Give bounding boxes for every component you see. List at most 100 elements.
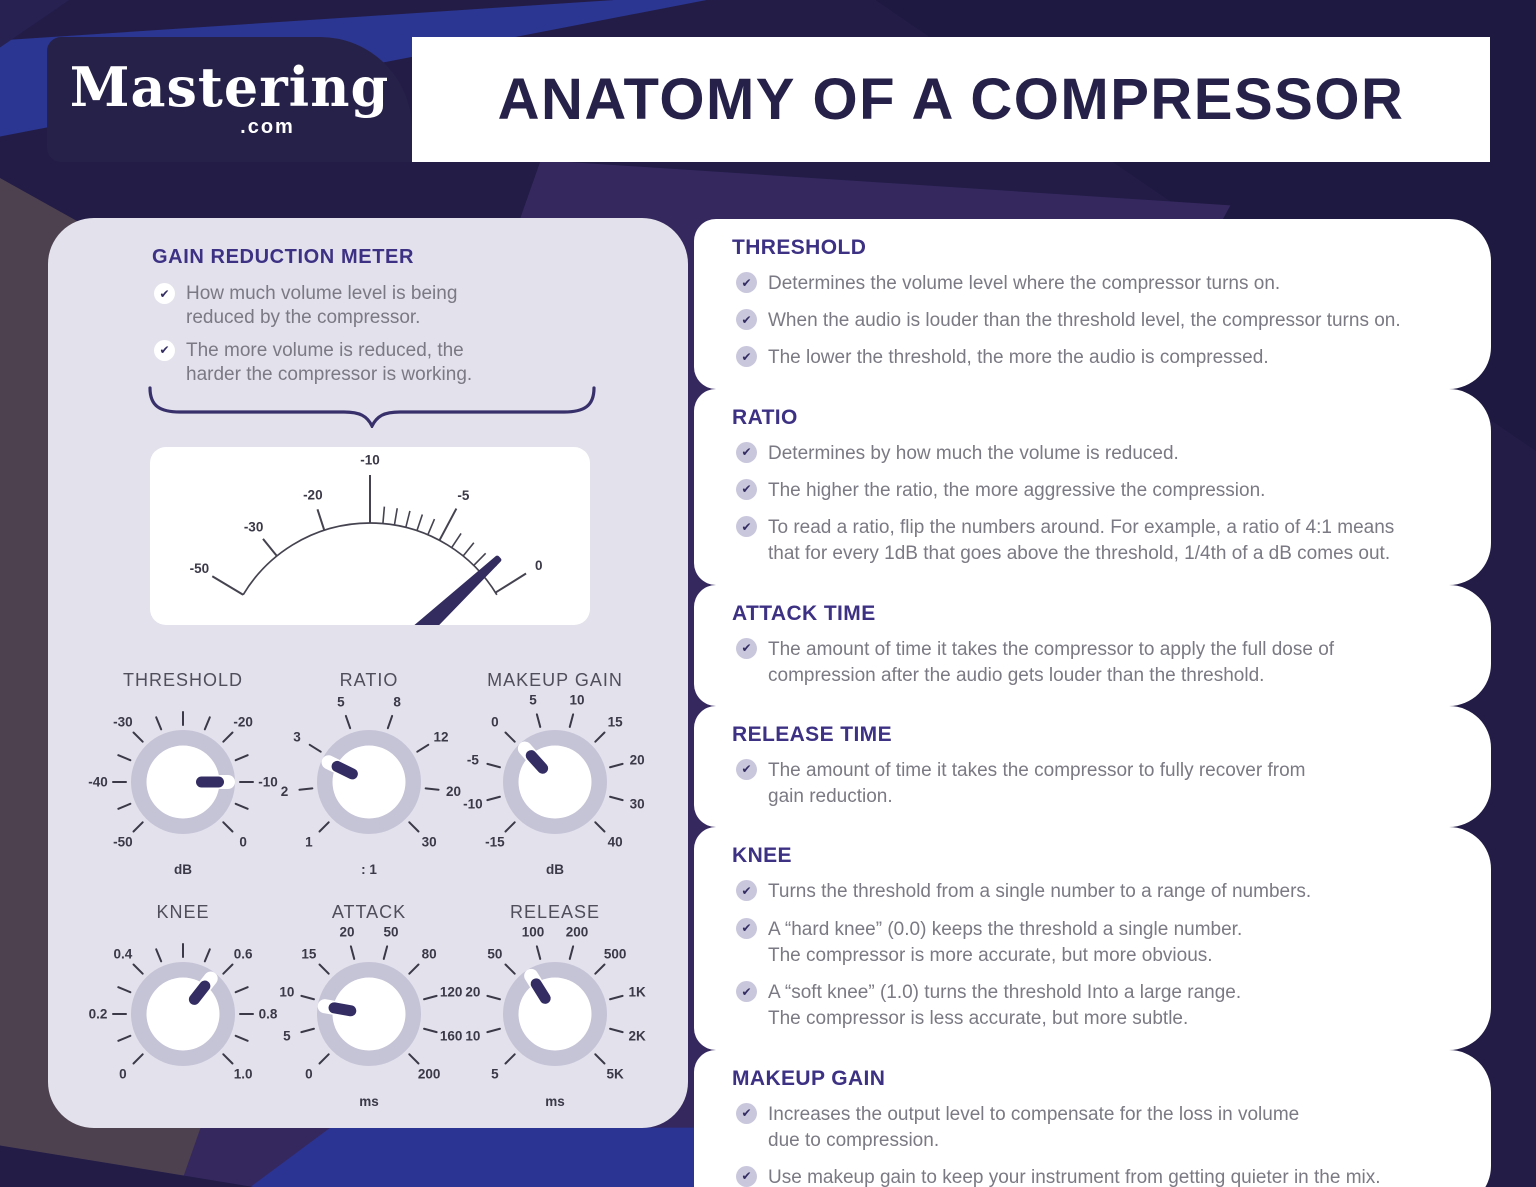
knob-title: THRESHOLD xyxy=(122,670,243,690)
check-icon: ✔ xyxy=(736,981,757,1003)
logo-wordmark: Mastering xyxy=(69,55,390,119)
knob-scale-label: 0.4 xyxy=(114,946,133,961)
bullet-text: To read a ratio, flip the numbers around… xyxy=(768,517,1395,565)
bullet-text: The amount of time it takes the compress… xyxy=(768,759,1306,808)
knob-scale-label: 0 xyxy=(239,835,247,850)
bullet-text: Increases the output level to compensate… xyxy=(768,1103,1300,1151)
knob-scale-label: 30 xyxy=(422,835,437,850)
knob-scale-label: 20 xyxy=(339,926,354,939)
check-icon: ✔ xyxy=(736,917,757,939)
bullet-text: Use makeup gain to keep your instrument … xyxy=(768,1166,1381,1187)
bullet-item: ✔ A “soft knee” (1.0) turns the threshold… xyxy=(736,980,1461,1032)
knob-title: RELEASE xyxy=(509,902,601,922)
knob-indicator xyxy=(331,760,358,780)
info-card-ratio: RATIO✔Determines by how much the volume … xyxy=(694,388,1491,585)
knob-scale-label: 50 xyxy=(383,926,398,939)
knob-scale-label: 200 xyxy=(566,926,589,939)
knob-scale-label: 20 xyxy=(446,784,461,799)
knob-scale-label: -40 xyxy=(88,775,108,790)
info-card-makeup-gain: MAKEUP GAIN✔Increases the output level t… xyxy=(694,1049,1491,1187)
knob-scale-label: 15 xyxy=(301,946,317,961)
bullet-item: ✔Turns the threshold from a single numbe… xyxy=(736,879,1461,905)
meter-needle xyxy=(414,555,502,625)
card-title: ATTACK TIME xyxy=(732,601,876,625)
knob-scale-label: 15 xyxy=(608,714,624,729)
knob-scale-label: 40 xyxy=(608,835,623,850)
card-title: MAKEUP GAIN xyxy=(732,1066,886,1090)
knob-unit-label: ms xyxy=(359,1094,379,1109)
knob-title: RATIO xyxy=(339,670,399,690)
knob-scale-label: 5 xyxy=(337,694,345,709)
knob-indicator xyxy=(530,978,551,1004)
knob-scale-label: 500 xyxy=(604,946,627,961)
bullet-item: ✔Increases the output level to compensat… xyxy=(736,1102,1461,1154)
knob-scale-label: 10 xyxy=(569,694,584,707)
check-icon: ✔ xyxy=(736,880,757,902)
bullet-text: The higher the ratio, the more aggressiv… xyxy=(768,479,1266,501)
bullet-text: The amount of time it takes the compress… xyxy=(768,638,1335,686)
check-icon: ✔ xyxy=(154,283,175,304)
bullet-text: A “hard knee” (0.0) keeps the threshold … xyxy=(768,918,1243,966)
bullet-item: ✔ To read a ratio, flip the numbers aroun… xyxy=(736,515,1461,567)
knob-scale-label: 12 xyxy=(433,729,448,744)
bullet-item: ✔Determines by how much the volume is re… xyxy=(736,441,1461,467)
bullet-text: When the audio is louder than the thresh… xyxy=(768,310,1401,332)
knob-title: KNEE xyxy=(156,902,210,922)
gain-reduction-panel: GAIN REDUCTION METER ✔How much volume le… xyxy=(48,218,688,1128)
knob-scale-label: -30 xyxy=(113,714,133,729)
bullet-text: How much volume level is being reduced b… xyxy=(186,283,458,328)
logo-domain: .com xyxy=(240,116,295,138)
bullet-item: ✔ How much volume level is being reduced … xyxy=(154,282,644,330)
info-card-knee: KNEE✔Turns the threshold from a single n… xyxy=(694,827,1491,1050)
page-title: ANATOMY OF A COMPRESSOR xyxy=(497,67,1405,132)
meter-scale-label: -20 xyxy=(303,488,323,503)
knob-scale-label: 0.6 xyxy=(234,946,253,961)
knob-scale-label: 1 xyxy=(305,835,313,850)
bullet-text: A “soft knee” (1.0) turns the threshold … xyxy=(768,982,1242,1030)
knob-scale-label: -10 xyxy=(463,796,483,811)
card-title: RATIO xyxy=(732,405,798,429)
bullet-item: ✔The higher the ratio, the more aggressi… xyxy=(736,478,1461,504)
meter-scale-label: 0 xyxy=(535,558,543,573)
info-card-column: THRESHOLD✔Determines the volume level wh… xyxy=(694,219,1491,1187)
knob-scale-label: 0 xyxy=(119,1067,127,1082)
bullet-item: ✔ Use makeup gain to keep your instrument… xyxy=(736,1165,1461,1187)
knob-scale-label: 0 xyxy=(491,714,499,729)
check-icon: ✔ xyxy=(736,758,757,780)
check-icon: ✔ xyxy=(736,516,757,538)
knob-scale-label: 0.2 xyxy=(89,1007,108,1022)
knob-scale-label: -10 xyxy=(258,775,278,790)
knob-scale-label: 80 xyxy=(422,946,437,961)
knob-unit-label: : 1 xyxy=(361,862,377,877)
meter-scale-label: -10 xyxy=(360,453,380,468)
check-icon: ✔ xyxy=(736,1165,757,1187)
knob-scale-label: 2K xyxy=(628,1028,646,1043)
bullet-text: Determines by how much the volume is red… xyxy=(768,442,1179,464)
meter-scale-label: -50 xyxy=(190,561,210,576)
knob-scale-label: 10 xyxy=(279,985,294,1000)
knob-scale-label: 1.0 xyxy=(234,1067,253,1082)
knob-scale-label: 1K xyxy=(628,985,646,1000)
bullet-item: ✔The more volume is reduced, the harder … xyxy=(154,339,644,387)
curly-brace xyxy=(146,382,598,433)
check-icon: ✔ xyxy=(736,272,757,293)
card-title: RELEASE TIME xyxy=(732,722,892,746)
knob-scale-label: 30 xyxy=(630,796,645,811)
knob-scale-label: -20 xyxy=(233,714,253,729)
card-title: THRESHOLD xyxy=(732,236,867,259)
knob-scale-label: 3 xyxy=(293,729,301,744)
knob-indicator xyxy=(188,980,211,1005)
bullet-item: ✔The lower the threshold, the more the a… xyxy=(736,345,1461,371)
mastering-logo: Mastering .com xyxy=(47,37,412,162)
knob-unit-label: dB xyxy=(546,862,564,877)
knob-title: MAKEUP GAIN xyxy=(487,670,623,690)
knob-title: ATTACK xyxy=(331,902,407,922)
info-card-threshold: THRESHOLD✔Determines the volume level wh… xyxy=(694,219,1491,389)
